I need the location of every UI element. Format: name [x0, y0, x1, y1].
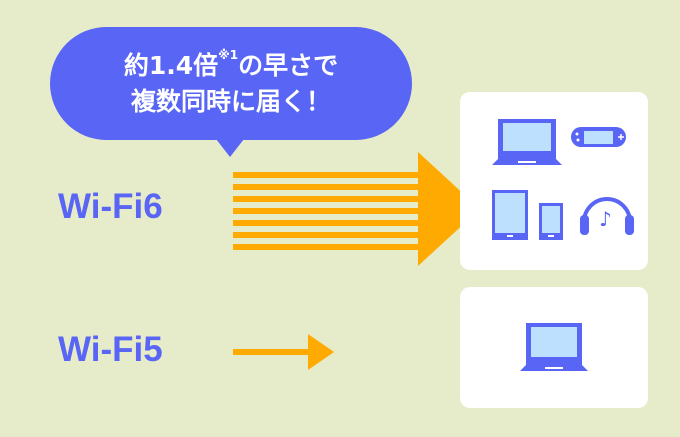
- smartphone-icon: [539, 203, 563, 240]
- wifi5-label: Wi-Fi5: [58, 330, 163, 369]
- tablet-icon: [492, 190, 528, 240]
- wifi5-device-panel: [460, 287, 648, 408]
- svg-text:♪: ♪: [599, 207, 612, 231]
- wifi6-label: Wi-Fi6: [58, 187, 163, 226]
- speech-bubble-tail: [216, 139, 244, 157]
- wifi6-device-panel: ♪: [460, 92, 648, 270]
- laptop-icon: [492, 119, 562, 165]
- game-console-icon: [571, 127, 626, 147]
- footnote-mark: ※1: [218, 48, 239, 62]
- bubble-text-speed: 約1.4倍: [123, 51, 219, 80]
- bubble-text-speed-suffix: の早さで: [238, 51, 339, 80]
- headphones-icon: ♪: [580, 197, 634, 235]
- speech-bubble: 約1.4倍※1の早さで 複数同時に届く！: [50, 27, 412, 140]
- bubble-text-simultaneous: 複数同時に届く！: [130, 87, 331, 116]
- laptop-icon: [520, 323, 588, 371]
